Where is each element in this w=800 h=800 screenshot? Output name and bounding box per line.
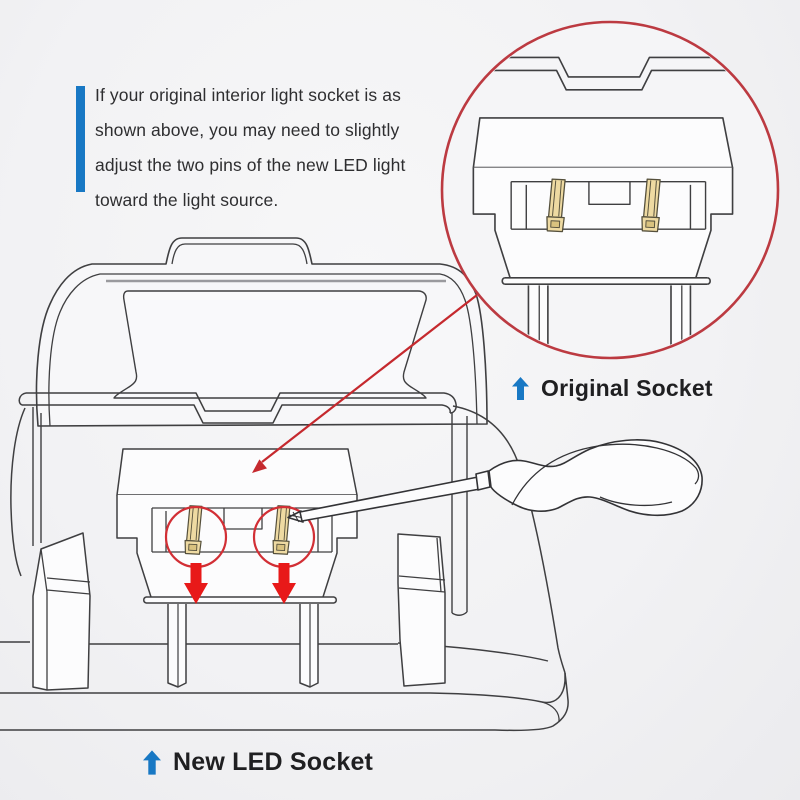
arrowhead-icon [252, 459, 267, 473]
down-arrow-icon [184, 563, 208, 604]
screwdriver-collar [475, 470, 491, 491]
instruction-text-line: adjust the two pins of the new LED light [95, 155, 406, 175]
main-label-text: New LED Socket [173, 748, 374, 776]
screwdriver-handle [488, 439, 703, 517]
base-plate [0, 672, 569, 732]
inset-label: Original Socket [512, 375, 713, 402]
up-arrow-icon [512, 377, 529, 400]
instruction-text-line: shown above, you may need to slightly [95, 120, 400, 140]
socket-cavity [151, 507, 333, 553]
housing-skirts [10, 405, 566, 674]
dome-housing [35, 237, 488, 427]
inset-circle [440, 20, 780, 360]
instruction-text-line: toward the light source. [95, 190, 279, 210]
socket-pin-right [272, 505, 291, 555]
socket-unit [18, 392, 468, 688]
mounting-clip-right [397, 533, 446, 687]
up-arrow-icon [143, 750, 161, 775]
magnifier-circle-icon [440, 20, 780, 360]
note-accent-bar [76, 86, 85, 192]
socket-pin-left [184, 505, 203, 555]
socket [116, 448, 358, 604]
mounting-clip-left [32, 532, 91, 691]
inset-label-text: Original Socket [541, 375, 713, 401]
adjust-down-arrows [184, 563, 296, 604]
housing-band [18, 392, 457, 424]
instruction-note: If your original interior light socket i… [95, 78, 455, 218]
housing-side-walls [32, 407, 468, 616]
main-label: New LED Socket [143, 748, 373, 777]
socket-leg-left [167, 604, 187, 688]
socket-leg-right [299, 604, 319, 688]
screwdriver [287, 439, 703, 523]
instruction-text-line: If your original interior light socket i… [95, 85, 401, 105]
pointer-arrow [252, 294, 478, 473]
down-arrow-icon [272, 563, 296, 604]
